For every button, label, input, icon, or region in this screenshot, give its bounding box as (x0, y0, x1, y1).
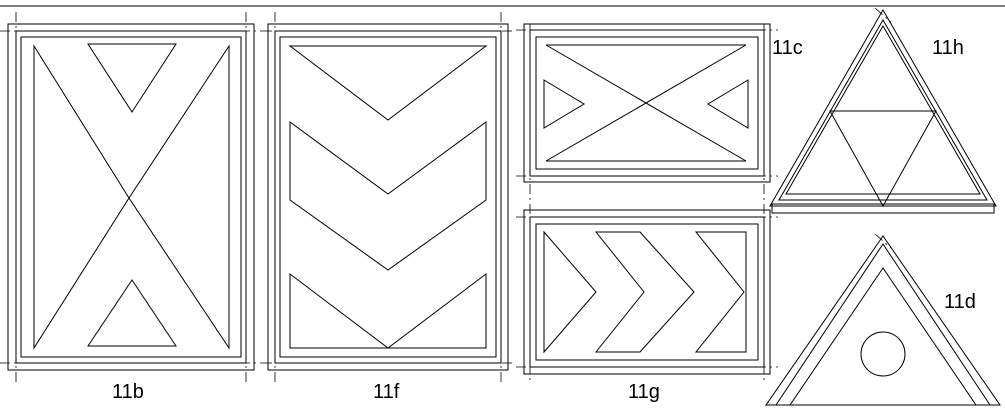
border-frame (20, 36, 242, 358)
figure-label-11f: 11f (373, 381, 400, 403)
figure-11g: 11g (516, 24, 778, 403)
inner-frame (274, 30, 502, 364)
right-triangle (707, 79, 749, 129)
figure-label-11c: 11c (772, 37, 803, 59)
left-triangle (33, 44, 130, 350)
figure-11b: 11b (0, 12, 262, 403)
figure-11c: 11c (516, 23, 803, 183)
outer-triangle (765, 235, 1001, 406)
bottom-triangle (87, 279, 177, 347)
chevron-right (694, 231, 747, 353)
chevron-bottom (289, 272, 487, 349)
figure-11h: 11h (769, 7, 997, 214)
centerline-apex (874, 7, 892, 23)
figure-label-11g: 11g (628, 381, 660, 403)
right-triangle (128, 44, 230, 350)
inner-triangle (785, 25, 981, 195)
chevron-middle (289, 121, 487, 271)
base-strip (771, 203, 995, 214)
outer-frame (523, 209, 771, 375)
middle-triangle (778, 19, 988, 201)
outer-frame (7, 23, 255, 371)
outer-frame (267, 23, 509, 371)
inner-triangle (789, 267, 977, 406)
left-triangle (543, 79, 585, 129)
figure-label-11d: 11d (944, 291, 976, 313)
center-circle (860, 331, 906, 377)
chevron-top (288, 45, 488, 121)
figure-label-11h: 11h (932, 37, 964, 59)
chevron-middle (594, 231, 695, 353)
arrow-left (543, 230, 597, 354)
inner-frame (15, 30, 247, 364)
figure-11d: 11d (765, 233, 1001, 406)
outer-frame (523, 23, 771, 183)
centerline-apex (874, 233, 892, 249)
figure-label-11b: 11b (112, 381, 144, 403)
inner-frame (529, 29, 765, 177)
figure-11f: 11f (262, 12, 516, 403)
center-triangle (829, 110, 937, 208)
top-triangle (87, 43, 177, 113)
diagonal-b (545, 44, 747, 162)
border-frame (535, 223, 759, 361)
border-frame (279, 36, 497, 358)
border-frame (535, 36, 759, 170)
